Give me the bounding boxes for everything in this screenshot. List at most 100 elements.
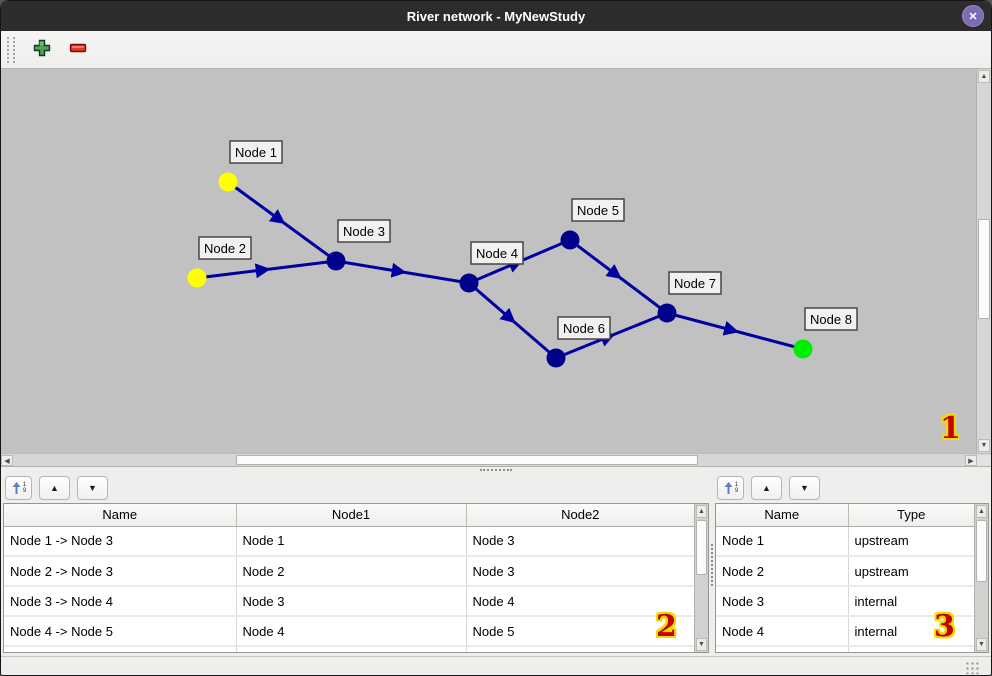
node-Node-1[interactable] xyxy=(218,172,238,192)
canvas-vscroll-thumb[interactable] xyxy=(978,219,990,319)
node-Node-5[interactable] xyxy=(560,230,580,250)
svg-text:Node 7: Node 7 xyxy=(674,276,716,291)
node-Node-3[interactable] xyxy=(326,251,346,271)
table-cell: Node 4 xyxy=(466,586,694,617)
edge-Node-5-to-Node-7[interactable] xyxy=(569,238,668,315)
node-label-Node-5: Node 5 xyxy=(571,198,625,222)
triangle-up-icon: ▲ xyxy=(50,483,59,493)
edge-Node-1-to-Node-3[interactable] xyxy=(227,180,337,263)
edge-Node-6-to-Node-7[interactable] xyxy=(555,311,668,360)
scroll-down-button[interactable]: ▼ xyxy=(976,638,987,651)
table-cell xyxy=(716,646,849,652)
edge-Node-2-to-Node-3[interactable] xyxy=(196,259,337,280)
table-cell: Node 2 xyxy=(236,556,467,587)
svg-text:Node 2: Node 2 xyxy=(204,241,246,256)
move-up-button[interactable]: ▲ xyxy=(39,476,70,500)
scroll-left-button[interactable]: ◀ xyxy=(1,455,13,466)
scroll-up-button[interactable]: ▲ xyxy=(978,70,990,83)
scroll-down-button[interactable]: ▼ xyxy=(978,439,990,452)
resize-grip[interactable] xyxy=(965,661,981,674)
table-cell: Node 1 xyxy=(236,526,467,557)
node-Node-8[interactable] xyxy=(793,339,813,359)
reach-table-scrollbar[interactable]: ▲ ▼ xyxy=(694,504,708,652)
node-Node-4[interactable] xyxy=(459,273,479,293)
triangle-down-icon: ▼ xyxy=(800,483,809,493)
triangle-up-icon: ▲ xyxy=(978,508,985,515)
column-header-node2[interactable]: Node2 xyxy=(466,504,694,527)
close-button[interactable]: ✕ xyxy=(962,5,984,27)
triangle-up-icon: ▲ xyxy=(698,508,705,515)
scroll-up-button[interactable]: ▲ xyxy=(696,505,707,518)
column-header-node1[interactable]: Node1 xyxy=(236,504,467,527)
table-cell: Node 3 xyxy=(466,526,694,557)
triangle-down-icon: ▼ xyxy=(980,442,988,449)
triangle-up-icon: ▲ xyxy=(980,73,988,80)
canvas-hscroll-thumb[interactable] xyxy=(236,455,698,465)
titlebar[interactable]: River network - MyNewStudy ✕ xyxy=(1,1,991,31)
minus-icon xyxy=(69,39,87,60)
table-cell: Node 2 -> Node 3 xyxy=(4,556,237,587)
table-row[interactable] xyxy=(716,646,974,652)
node-Node-6[interactable] xyxy=(546,348,566,368)
canvas-vertical-scrollbar[interactable]: ▲ ▼ xyxy=(976,69,991,453)
table-cell: Node 3 xyxy=(466,556,694,587)
edge-Node-3-to-Node-4[interactable] xyxy=(335,259,470,285)
triangle-down-icon: ▼ xyxy=(698,641,705,648)
move-down-button[interactable]: ▼ xyxy=(77,476,108,500)
scroll-down-button[interactable]: ▼ xyxy=(696,638,707,651)
move-down-button[interactable]: ▼ xyxy=(789,476,820,500)
column-header-name[interactable]: Name xyxy=(4,504,237,527)
toolbar-drag-handle[interactable] xyxy=(7,36,15,63)
table-cell: Node 1 xyxy=(716,526,849,557)
node-Node-2[interactable] xyxy=(187,268,207,288)
table-row[interactable] xyxy=(4,646,694,652)
remove-button[interactable] xyxy=(67,39,89,61)
edge-Node-7-to-Node-8[interactable] xyxy=(666,311,804,351)
node-label-Node-2: Node 2 xyxy=(198,236,252,260)
svg-text:Node 3: Node 3 xyxy=(343,224,385,239)
edge-Node-4-to-Node-6[interactable] xyxy=(468,281,557,360)
svg-text:Node 5: Node 5 xyxy=(577,203,619,218)
column-header-type[interactable]: Type xyxy=(848,504,974,527)
move-up-button[interactable]: ▲ xyxy=(751,476,782,500)
node-scroll-thumb[interactable] xyxy=(976,520,987,582)
scroll-right-button[interactable]: ▶ xyxy=(965,455,977,466)
node-Node-7[interactable] xyxy=(657,303,677,323)
node-label-Node-1: Node 1 xyxy=(229,140,283,164)
svg-text:Node 8: Node 8 xyxy=(810,312,852,327)
table-cell: Node 1 -> Node 3 xyxy=(4,526,237,557)
horizontal-splitter[interactable] xyxy=(1,467,991,473)
vertical-splitter[interactable] xyxy=(709,473,715,656)
triangle-down-icon: ▼ xyxy=(978,641,985,648)
column-header-name[interactable]: Name xyxy=(716,504,849,527)
table-cell: Node 4 xyxy=(716,616,849,647)
reach-scroll-thumb[interactable] xyxy=(696,520,707,575)
add-button[interactable] xyxy=(31,39,53,61)
triangle-left-icon: ◀ xyxy=(4,457,10,465)
canvas-horizontal-scrollbar[interactable]: ◀ ▶ xyxy=(1,453,991,467)
triangle-down-icon: ▼ xyxy=(88,483,97,493)
table-cell: Node 5 xyxy=(466,616,694,647)
scroll-up-button[interactable]: ▲ xyxy=(976,505,987,518)
main-toolbar xyxy=(1,31,991,69)
node-label-Node-7: Node 7 xyxy=(668,271,722,295)
node-table-scrollbar[interactable]: ▲ ▼ xyxy=(974,504,988,652)
table-cell: upstream xyxy=(848,526,974,557)
